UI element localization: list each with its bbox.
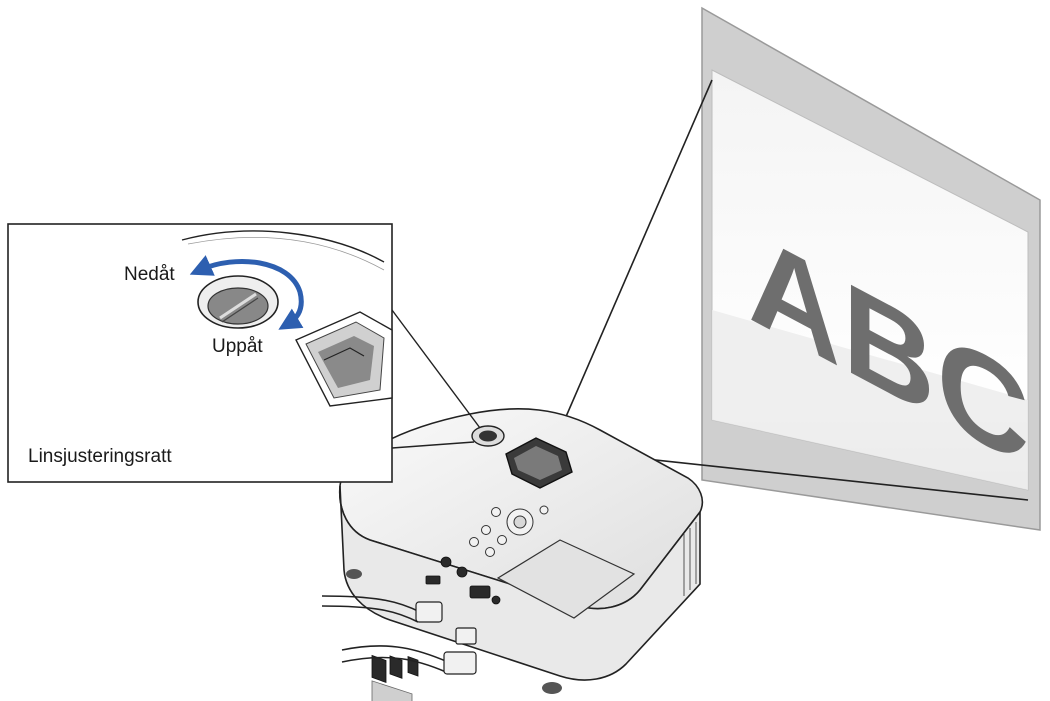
inset-knob	[197, 275, 279, 329]
inset-surface-edge	[181, 230, 385, 263]
speaker-grille	[371, 680, 413, 701]
foot-right	[542, 682, 562, 694]
label-up: Uppåt	[212, 336, 263, 357]
label-knob-name: Linsjusteringsratt	[28, 446, 172, 467]
foot-left	[346, 569, 362, 579]
projector-vents	[683, 522, 697, 596]
knob-inset: Nedåt Uppåt Linsjusteringsratt	[7, 223, 393, 483]
projector-side	[338, 485, 701, 681]
label-down: Nedåt	[124, 264, 175, 285]
cable-plugs	[415, 601, 477, 675]
lamp-cover	[496, 539, 636, 619]
screen-lower-band	[712, 310, 1028, 490]
cables	[321, 595, 449, 673]
projector	[321, 408, 704, 701]
callout-lines	[391, 309, 481, 449]
projection-screen: ABC	[701, 6, 1041, 531]
inset-lens-window	[295, 311, 393, 407]
curved-arrow-icon	[189, 255, 304, 330]
beam-line-top	[554, 79, 713, 443]
control-panel	[469, 505, 549, 557]
